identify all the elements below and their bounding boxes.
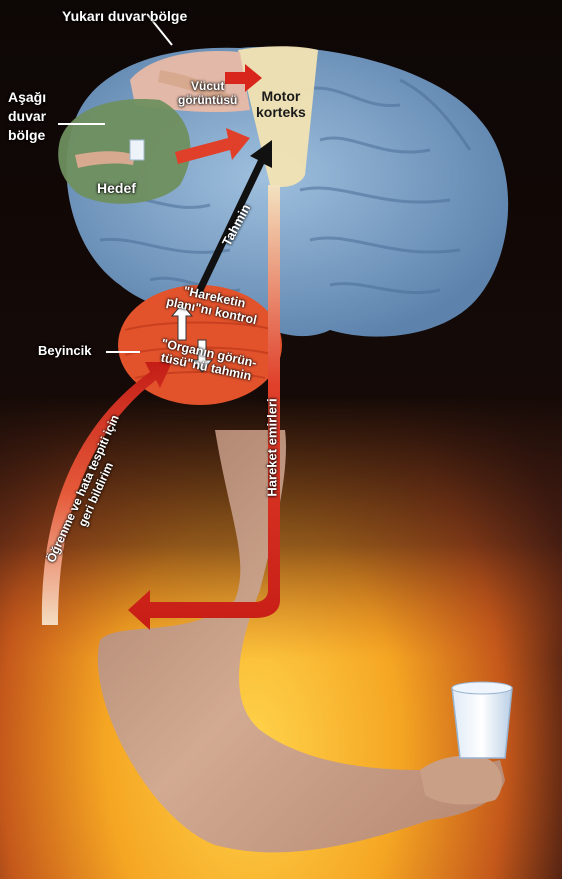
lower-parietal-label: Aşağı duvar bölge [8,88,46,145]
body-image-label: Vücut görüntüsü [178,80,237,108]
glass [452,688,512,758]
cerebellum-label: Beyincik [38,344,91,359]
upper-parietal-label: Yukarı duvar bölge [62,8,187,24]
motor-cortex-label: Motor korteks [256,88,306,120]
motor-commands-label: Hareket emirleri [266,372,281,522]
hand [420,756,502,805]
target-label: Hedef [97,180,136,196]
